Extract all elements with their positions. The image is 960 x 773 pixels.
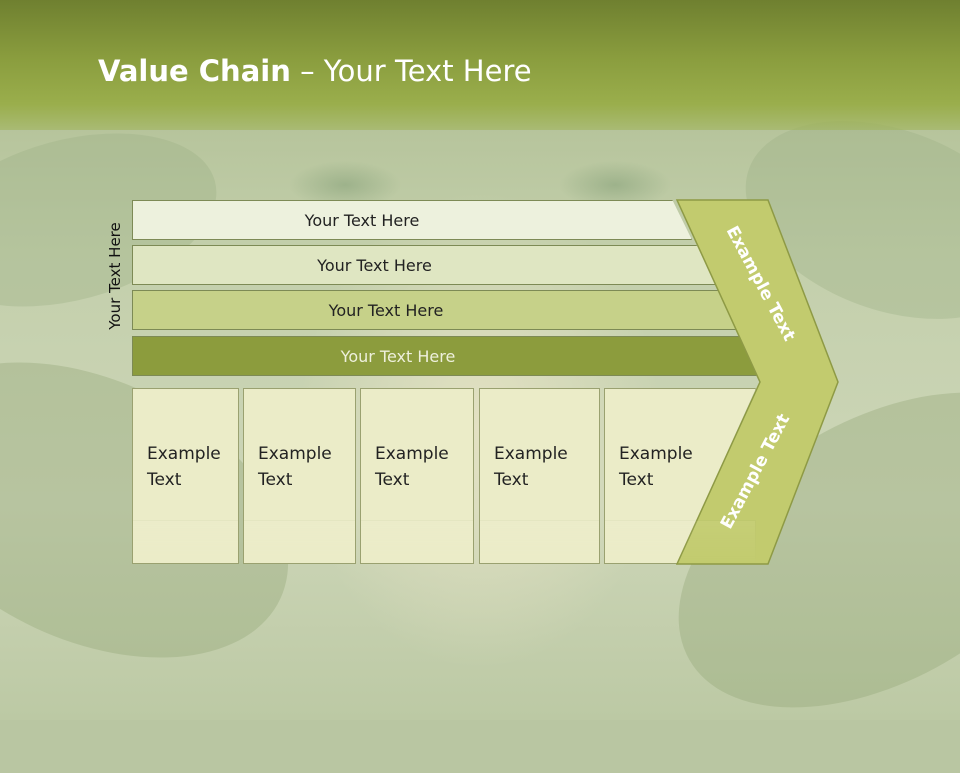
box-line1: Example	[258, 444, 332, 464]
value-row-2: Your Text Here	[132, 245, 717, 285]
row-label: Your Text Here	[317, 255, 432, 275]
box-line2: Text	[258, 470, 293, 490]
box-line2: Text	[147, 470, 182, 490]
row-label: Your Text Here	[340, 346, 456, 366]
row-label: Your Text Here	[328, 300, 444, 320]
box-line2: Text	[375, 470, 410, 490]
title-bold: Value Chain	[98, 54, 291, 88]
box-line1: Example	[375, 444, 449, 464]
title-banner	[0, 0, 960, 130]
row-label: Your Text Here	[304, 210, 420, 230]
box-line2: Text	[494, 470, 529, 490]
title-rest: – Your Text Here	[290, 54, 532, 88]
box-line2: Text	[619, 470, 654, 490]
value-row-4: Your Text Here	[132, 336, 764, 376]
chevron-arrow: Example Text Example Text	[675, 199, 839, 565]
value-row-1: Your Text Here	[132, 200, 692, 240]
value-row-3: Your Text Here	[132, 290, 740, 330]
chevron-shape	[675, 199, 839, 565]
box-line1: Example	[147, 444, 221, 464]
slide-title: Value Chain – Your Text Here	[98, 54, 532, 88]
box-line1: Example	[619, 444, 693, 464]
box-line1: Example	[494, 444, 568, 464]
